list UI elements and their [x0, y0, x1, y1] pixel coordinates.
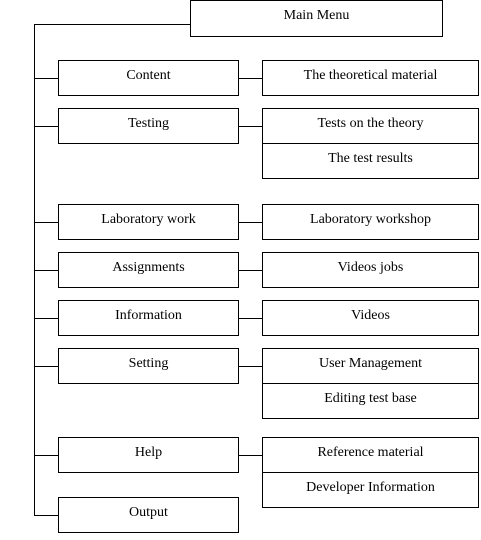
menu-item-box: Help: [58, 437, 239, 473]
submenu-item-box: Videos jobs: [262, 252, 479, 288]
branch-connector: [34, 270, 58, 271]
submenu-item-box: Laboratory workshop: [262, 204, 479, 240]
submenu-item-box: Editing test base: [262, 383, 479, 419]
submenu-item-box: Reference material: [262, 437, 479, 473]
sub-connector: [238, 222, 262, 223]
menu-item-box: Assignments: [58, 252, 239, 288]
menu-item-box: Laboratory work: [58, 204, 239, 240]
submenu-item-box: The test results: [262, 143, 479, 179]
submenu-item-box: Developer Information: [262, 472, 479, 508]
branch-connector: [34, 318, 58, 319]
sub-connector: [238, 78, 262, 79]
sub-connector: [238, 270, 262, 271]
submenu-item-box: The theoretical material: [262, 60, 479, 96]
menu-item-box: Information: [58, 300, 239, 336]
menu-item-box: Content: [58, 60, 239, 96]
main-menu-box: Main Menu: [190, 0, 443, 37]
sub-connector: [238, 366, 262, 367]
trunk-top-connector: [34, 24, 191, 25]
menu-item-box: Setting: [58, 348, 239, 384]
submenu-item-box: Tests on the theory: [262, 108, 479, 144]
menu-item-box: Output: [58, 497, 239, 533]
sub-connector: [238, 126, 262, 127]
branch-connector: [34, 366, 58, 367]
submenu-item-box: Videos: [262, 300, 479, 336]
branch-connector: [34, 515, 58, 516]
branch-connector: [34, 222, 58, 223]
branch-connector: [34, 455, 58, 456]
sub-connector: [238, 455, 262, 456]
branch-connector: [34, 126, 58, 127]
sub-connector: [238, 318, 262, 319]
submenu-item-box: User Management: [262, 348, 479, 384]
branch-connector: [34, 78, 58, 79]
menu-item-box: Testing: [58, 108, 239, 144]
